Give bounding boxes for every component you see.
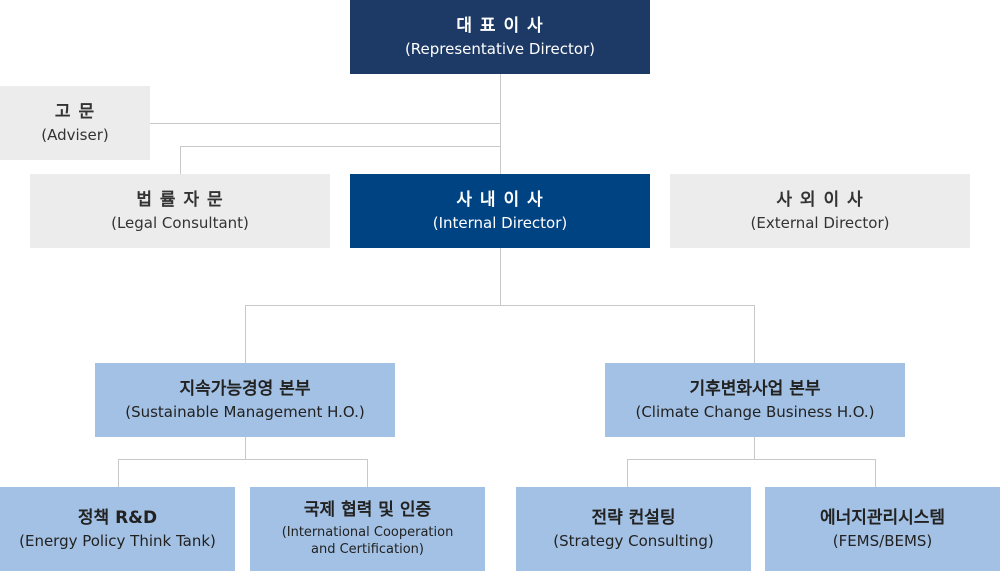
connector-sustainable-down — [245, 436, 246, 460]
external-box: 사 외 이 사 (External Director) — [670, 174, 970, 248]
connector-sustainable-teams — [118, 459, 368, 460]
sustainable-box: 지속가능경영 본부 (Sustainable Management H.O.) — [95, 363, 395, 437]
connector-legal-horizontal — [180, 146, 501, 147]
ceo-box: 대 표 이 사 (Representative Director) — [350, 0, 650, 74]
connector-strategy-up — [627, 459, 628, 488]
strategy-box: 전략 컨설팅 (Strategy Consulting) — [516, 487, 751, 571]
legal-box: 법 률 자 문 (Legal Consultant) — [30, 174, 330, 248]
climate-title: 기후변화사업 본부 — [689, 378, 821, 399]
connector-climate-teams — [627, 459, 876, 460]
internal-box: 사 내 이 사 (Internal Director) — [350, 174, 650, 248]
legal-title: 법 률 자 문 — [136, 189, 224, 210]
adviser-box: 고 문 (Adviser) — [0, 86, 150, 160]
climate-box: 기후변화사업 본부 (Climate Change Business H.O.) — [605, 363, 905, 437]
policy-title: 정책 R&D — [77, 507, 158, 528]
connector-divisions-horizontal — [245, 305, 755, 306]
adviser-title: 고 문 — [54, 101, 96, 122]
external-title: 사 외 이 사 — [776, 189, 864, 210]
intl-subtitle-line2: and Certification) — [311, 542, 424, 558]
internal-subtitle: (Internal Director) — [432, 213, 568, 232]
adviser-subtitle: (Adviser) — [41, 125, 109, 144]
connector-adviser — [150, 123, 501, 124]
intl-title: 국제 협력 및 인증 — [303, 500, 432, 521]
connector-ceo-internal — [500, 73, 501, 175]
sustainable-title: 지속가능경영 본부 — [179, 378, 311, 399]
connector-intl-up — [367, 459, 368, 488]
connector-legal-vertical — [180, 146, 181, 175]
energy-title: 에너지관리시스템 — [819, 507, 946, 528]
connector-energy-up — [875, 459, 876, 488]
policy-box: 정책 R&D (Energy Policy Think Tank) — [0, 487, 235, 571]
legal-subtitle: (Legal Consultant) — [111, 213, 249, 232]
energy-box: 에너지관리시스템 (FEMS/BEMS) — [765, 487, 1000, 571]
intl-box: 국제 협력 및 인증 (International Cooperation an… — [250, 487, 485, 571]
connector-internal-down — [500, 247, 501, 306]
intl-subtitle-line1: (International Cooperation — [281, 524, 454, 540]
policy-subtitle: (Energy Policy Think Tank) — [19, 531, 216, 550]
strategy-title: 전략 컨설팅 — [591, 507, 676, 528]
internal-title: 사 내 이 사 — [456, 189, 544, 210]
external-subtitle: (External Director) — [750, 213, 890, 232]
energy-subtitle: (FEMS/BEMS) — [832, 531, 933, 550]
connector-climate-down — [754, 436, 755, 460]
ceo-title: 대 표 이 사 — [456, 15, 544, 36]
ceo-subtitle: (Representative Director) — [404, 39, 596, 58]
strategy-subtitle: (Strategy Consulting) — [553, 531, 714, 550]
sustainable-subtitle: (Sustainable Management H.O.) — [125, 402, 365, 421]
climate-subtitle: (Climate Change Business H.O.) — [635, 402, 875, 421]
connector-climate-up — [754, 305, 755, 364]
connector-sustainable-up — [245, 305, 246, 364]
connector-policy-up — [118, 459, 119, 488]
